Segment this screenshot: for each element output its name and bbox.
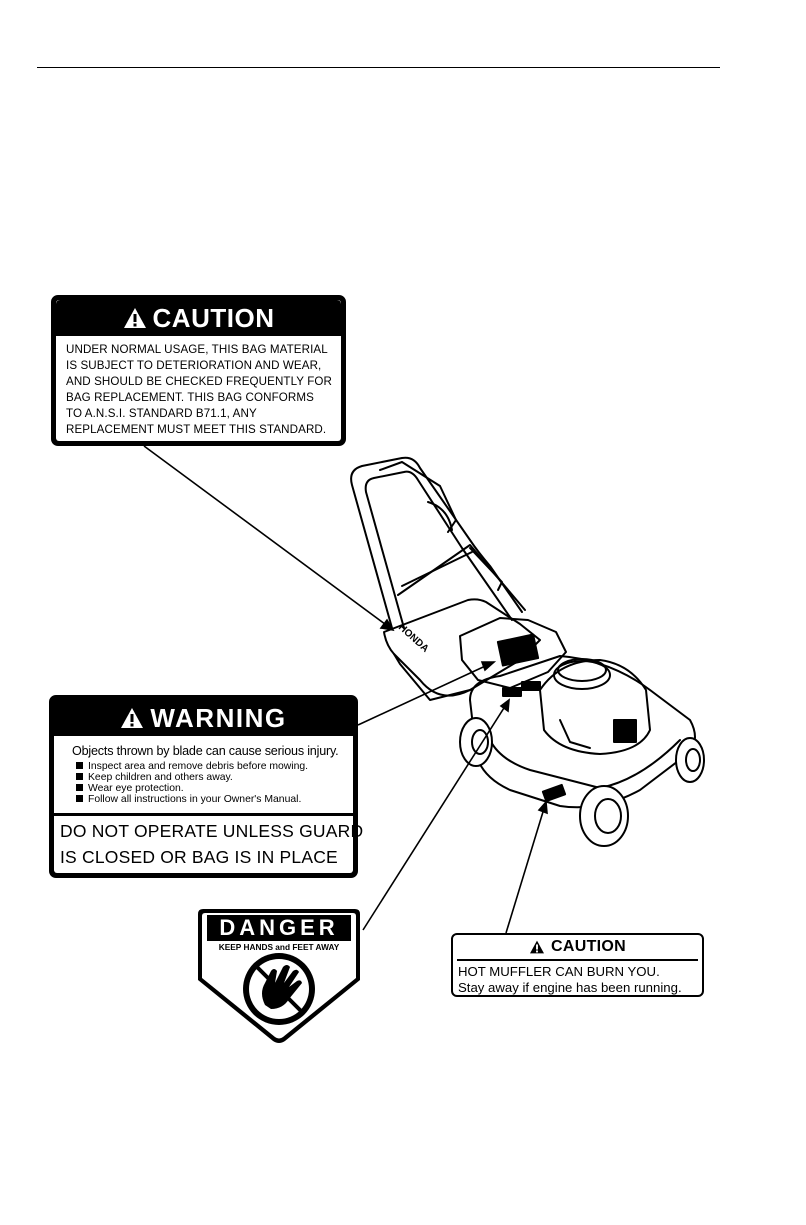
bag-caution-line: UNDER NORMAL USAGE, THIS BAG MATERIAL — [66, 343, 328, 356]
warning-lead: Objects thrown by blade can cause seriou… — [72, 744, 339, 758]
warning-list: Inspect area and remove debris before mo… — [54, 761, 353, 805]
hand-blade-icon — [243, 953, 315, 1025]
warning-list-item: Follow all instructions in your Owner's … — [76, 794, 353, 805]
muffler-caution-label: CAUTION HOT MUFFLER CAN BURN YOU. Stay a… — [451, 933, 704, 997]
warning-triangle-icon — [123, 308, 146, 328]
mower-deck — [469, 655, 696, 809]
danger-shield-outline — [198, 909, 360, 1043]
danger-subtitle: KEEP HANDS and FEET AWAY — [218, 942, 340, 952]
bag-caution-line: IS SUBJECT TO DETERIORATION AND WEAR, — [66, 359, 322, 372]
warning-notice-line1: DO NOT OPERATE UNLESS GUARD — [60, 821, 364, 841]
warning-divider — [54, 813, 353, 816]
warning-list-item: Wear eye protection. — [76, 783, 353, 794]
header-rule — [37, 67, 720, 68]
warning-triangle-icon — [121, 708, 144, 728]
rear-wheel-left — [459, 717, 493, 767]
bag-caution-line: AND SHOULD BE CHECKED FREQUENTLY FOR — [66, 375, 333, 388]
muffler-caution-line1: HOT MUFFLER CAN BURN YOU. — [458, 964, 660, 979]
grass-bag — [383, 598, 541, 697]
warning-notice-line2: IS CLOSED OR BAG IS IN PLACE — [60, 847, 338, 867]
muffler-caution-line2: Stay away if engine has been running. — [458, 980, 682, 995]
front-wheel-right — [675, 737, 705, 783]
warning-triangle-icon — [530, 940, 544, 954]
bag-caution-title: CAUTION — [152, 302, 275, 333]
bag-caution-line: TO A.N.S.I. STANDARD B71.1, ANY — [66, 407, 257, 420]
danger-title: DANGER — [207, 915, 351, 941]
warning-list-item: Inspect area and remove debris before mo… — [76, 761, 353, 772]
mower-handle — [350, 456, 523, 629]
bag-caution-line: REPLACEMENT MUST MEET THIS STANDARD. — [66, 423, 327, 436]
engine — [539, 659, 651, 755]
bag-caution-line: BAG REPLACEMENT. THIS BAG CONFORMS — [66, 391, 314, 404]
front-wheel-left — [579, 785, 629, 847]
bag-caution-label: CAUTION UNDER NORMAL USAGE, THIS BAG MAT… — [51, 295, 346, 446]
danger-label: DANGER KEEP HANDS and FEET AWAY — [195, 905, 363, 1045]
warning-list-item: Keep children and others away. — [76, 772, 353, 783]
muffler-caution-header: CAUTION — [457, 935, 698, 961]
warning-title: WARNING — [150, 702, 287, 733]
warning-label: WARNING Objects thrown by blade can caus… — [49, 695, 364, 878]
bag-caution-header: CAUTION — [56, 300, 341, 336]
warning-header: WARNING — [54, 700, 353, 736]
muffler-caution-title: CAUTION — [551, 938, 626, 955]
bag-caution-text: UNDER NORMAL USAGE, THIS BAG MATERIAL IS… — [56, 336, 341, 438]
